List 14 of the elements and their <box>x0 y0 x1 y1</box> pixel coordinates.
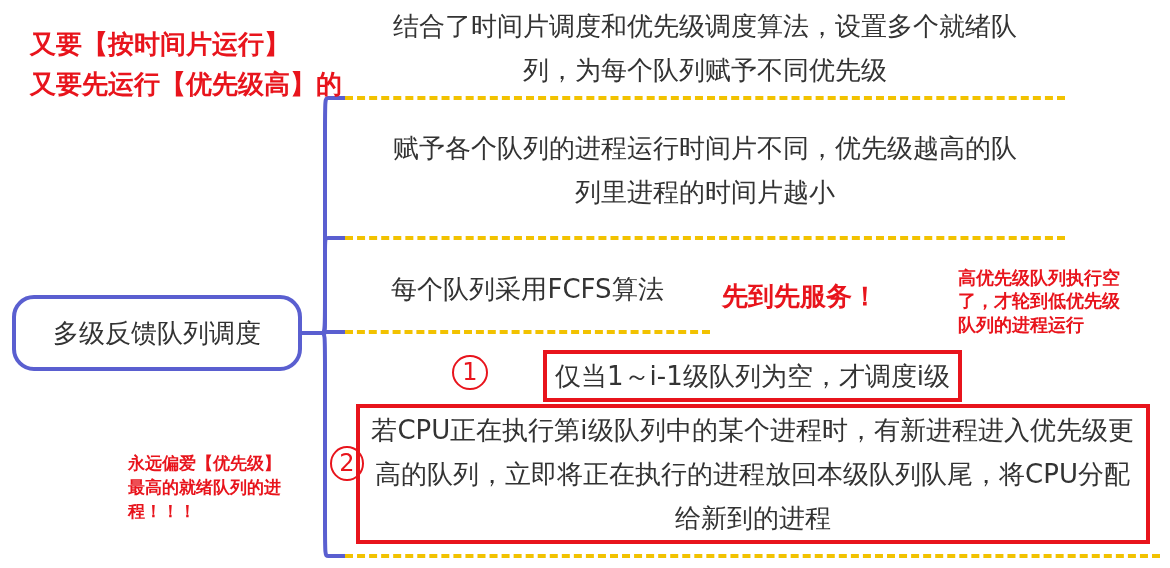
circled-number: 1 <box>452 355 488 391</box>
topic-text: 结合了时间片调度和优先级调度算法，设置多个就绪队列，为每个队列赋予不同优先级 <box>392 9 1018 87</box>
topic-text: 每个队列采用FCFS算法 <box>390 272 665 306</box>
highlighted-text: 若CPU正在执行第i级队列中的某个进程时，有新进程进入优先级更高的队列，立即将正在执行的进程放回本级队列队尾，将CPU分配给新到的进程 <box>355 403 1150 545</box>
root-topic-box <box>12 295 302 371</box>
topic-text: 多级反馈队列调度 <box>53 316 261 350</box>
topic-text: 赋予各个队列的进程运行时间片不同，优先级越高的队列里进程的时间片越小 <box>392 131 1018 209</box>
annotation-note: 永远偏爱【优先级】最高的就绪队列的进程！！！ <box>128 452 282 523</box>
annotation-note: 又要【按时间片运行】 <box>30 28 291 61</box>
annotation-note: 先到先服务！ <box>722 280 879 313</box>
highlighted-text: 仅当1～i-1级队列为空，才调度i级 <box>543 349 962 402</box>
annotation-note: 高优先级队列执行空了，才轮到低优先级队列的进程运行 <box>958 266 1121 337</box>
circled-number: 2 <box>330 446 364 482</box>
annotation-note: 又要先运行【优先级高】的 <box>30 68 343 101</box>
